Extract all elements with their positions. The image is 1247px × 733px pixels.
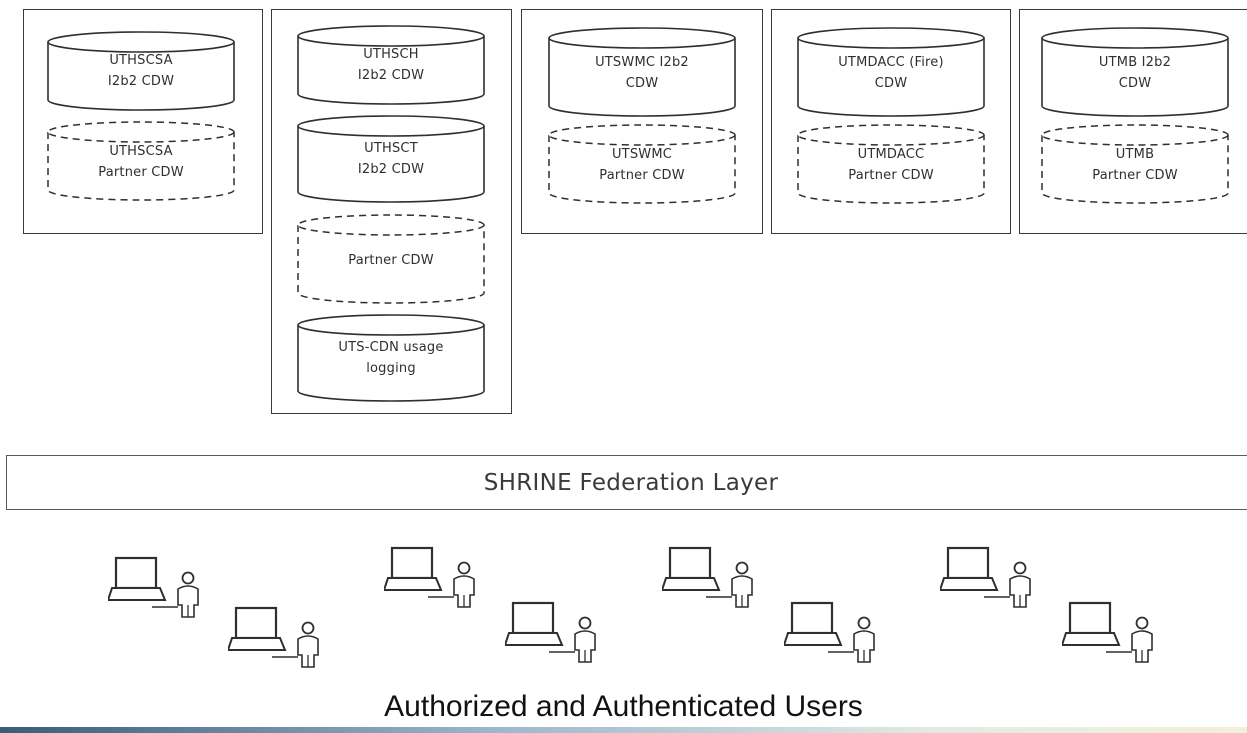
federation-layer-label: SHRINE Federation Layer	[483, 469, 779, 496]
laptop-user-icon	[106, 555, 208, 625]
database-label: UTMB I2b2 CDW	[1098, 55, 1172, 91]
database-label: UTSWMC I2b2 CDW	[595, 55, 689, 91]
database-cylinder-dashed	[548, 124, 736, 204]
database-cylinder-solid	[297, 314, 485, 402]
database-label: UTMDACC Partner CDW	[848, 147, 934, 183]
database-label: UTSWMC Partner CDW	[599, 147, 685, 183]
laptop-user-icon	[503, 600, 605, 670]
database-cylinder-dashed	[47, 121, 235, 201]
site-box-uthsch-uthsct: UTHSCH I2b2 CDW UTHSCT I2b2 CDW Partner …	[271, 9, 512, 414]
database-label: UTHSCSA I2b2 CDW	[107, 53, 175, 89]
database-cylinder-solid	[548, 27, 736, 117]
database-label: UTHSCSA Partner CDW	[98, 144, 184, 180]
laptop-user-icon	[226, 605, 328, 675]
database-label: UTS-CDN usage logging	[338, 340, 444, 376]
database-cylinder-dashed	[1041, 124, 1229, 204]
site-box-utmb: UTMB I2b2 CDW UTMB Partner CDW	[1019, 9, 1247, 234]
laptop-user-icon	[938, 545, 1040, 615]
laptop-user-icon	[660, 545, 762, 615]
laptop-user-icon	[1060, 600, 1162, 670]
database-cylinder-dashed	[797, 124, 985, 204]
database-cylinder-solid	[797, 27, 985, 117]
users-caption: Authorized and Authenticated Users	[384, 690, 863, 723]
database-cylinder-solid	[47, 31, 235, 111]
shrine-federation-layer: SHRINE Federation Layer	[6, 455, 1247, 510]
database-label: UTHSCT I2b2 CDW	[357, 141, 425, 177]
site-box-utmdacc: UTMDACC (Fire) CDW UTMDACC Partner CDW	[771, 9, 1011, 234]
database-cylinder-dashed	[297, 214, 485, 304]
laptop-user-icon	[782, 600, 884, 670]
database-label: UTHSCH I2b2 CDW	[357, 47, 425, 83]
site-box-uthscsa: UTHSCSA I2b2 CDW UTHSCSA Partner CDW	[23, 9, 263, 234]
database-cylinder-solid	[297, 115, 485, 203]
database-cylinder-solid	[1041, 27, 1229, 117]
database-cylinder-solid	[297, 25, 485, 105]
bottom-decorative-bar	[0, 727, 1247, 733]
site-box-utswmc: UTSWMC I2b2 CDW UTSWMC Partner CDW	[521, 9, 763, 234]
database-label: Partner CDW	[348, 252, 434, 268]
database-label: UTMB Partner CDW	[1092, 147, 1178, 183]
laptop-user-icon	[382, 545, 484, 615]
database-label: UTMDACC (Fire) CDW	[838, 55, 944, 91]
